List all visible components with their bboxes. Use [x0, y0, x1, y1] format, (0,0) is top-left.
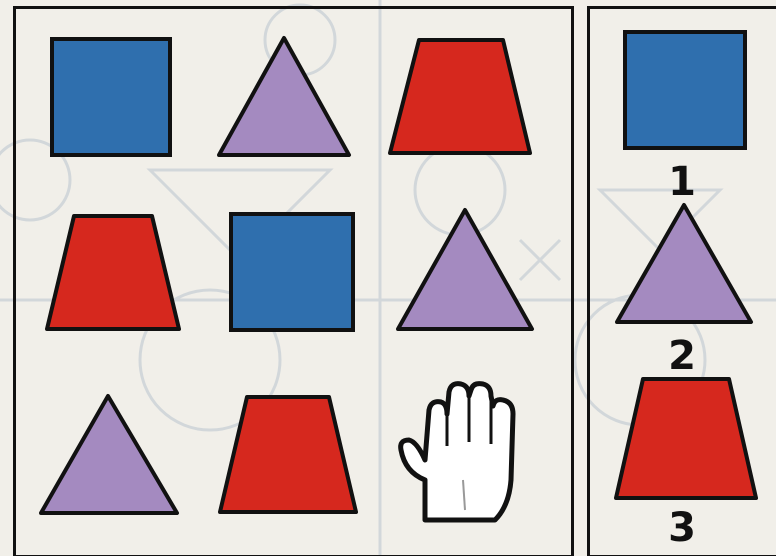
square-shape — [52, 39, 170, 155]
hand-icon — [395, 380, 527, 526]
square-shape — [625, 32, 745, 148]
grid-cell-1-square — [50, 37, 172, 157]
option-3-number: 3 — [652, 508, 712, 548]
option-2-number: 2 — [652, 336, 712, 376]
grid-cell-8-trapezoid — [217, 395, 359, 515]
trapezoid-shape — [390, 40, 530, 153]
grid-cell-4-trapezoid — [44, 214, 182, 332]
trapezoid-shape — [47, 216, 179, 329]
square-shape — [231, 214, 353, 330]
grid-cell-2-triangle — [216, 36, 352, 158]
trapezoid-shape — [616, 379, 756, 498]
trapezoid-shape — [220, 397, 356, 512]
grid-cell-7-triangle — [38, 394, 180, 516]
grid-cell-5-square — [229, 212, 355, 332]
triangle-shape — [617, 205, 751, 322]
grid-cell-9-hand-icon[interactable] — [395, 380, 527, 531]
grid-cell-3-trapezoid — [387, 38, 533, 156]
option-1-number: 1 — [652, 162, 712, 202]
option-3-trapezoid[interactable] — [613, 377, 759, 501]
option-1-square[interactable] — [623, 30, 747, 150]
triangle-shape — [398, 210, 532, 329]
grid-cell-6-triangle — [395, 208, 535, 332]
option-2-triangle[interactable] — [614, 203, 754, 325]
triangle-shape — [219, 38, 349, 155]
triangle-shape — [41, 396, 177, 513]
